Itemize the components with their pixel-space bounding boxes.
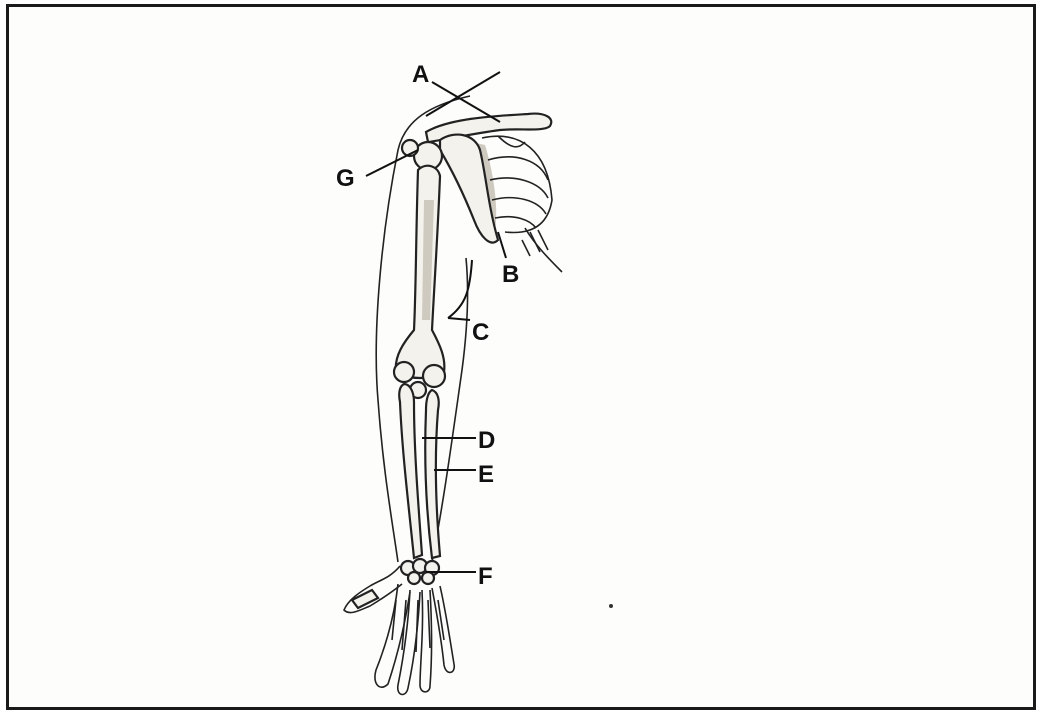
ulna-bone — [399, 384, 422, 558]
radius-bone — [425, 390, 440, 558]
hand-bones — [344, 566, 454, 694]
label-E: E — [478, 461, 494, 488]
label-A: A — [412, 61, 429, 88]
label-B: B — [502, 261, 519, 288]
label-C: C — [472, 319, 489, 346]
label-G: G — [336, 165, 355, 192]
stray-mark — [609, 604, 613, 608]
label-F: F — [478, 563, 493, 590]
humerus-bone — [396, 166, 445, 378]
label-D: D — [478, 427, 495, 454]
